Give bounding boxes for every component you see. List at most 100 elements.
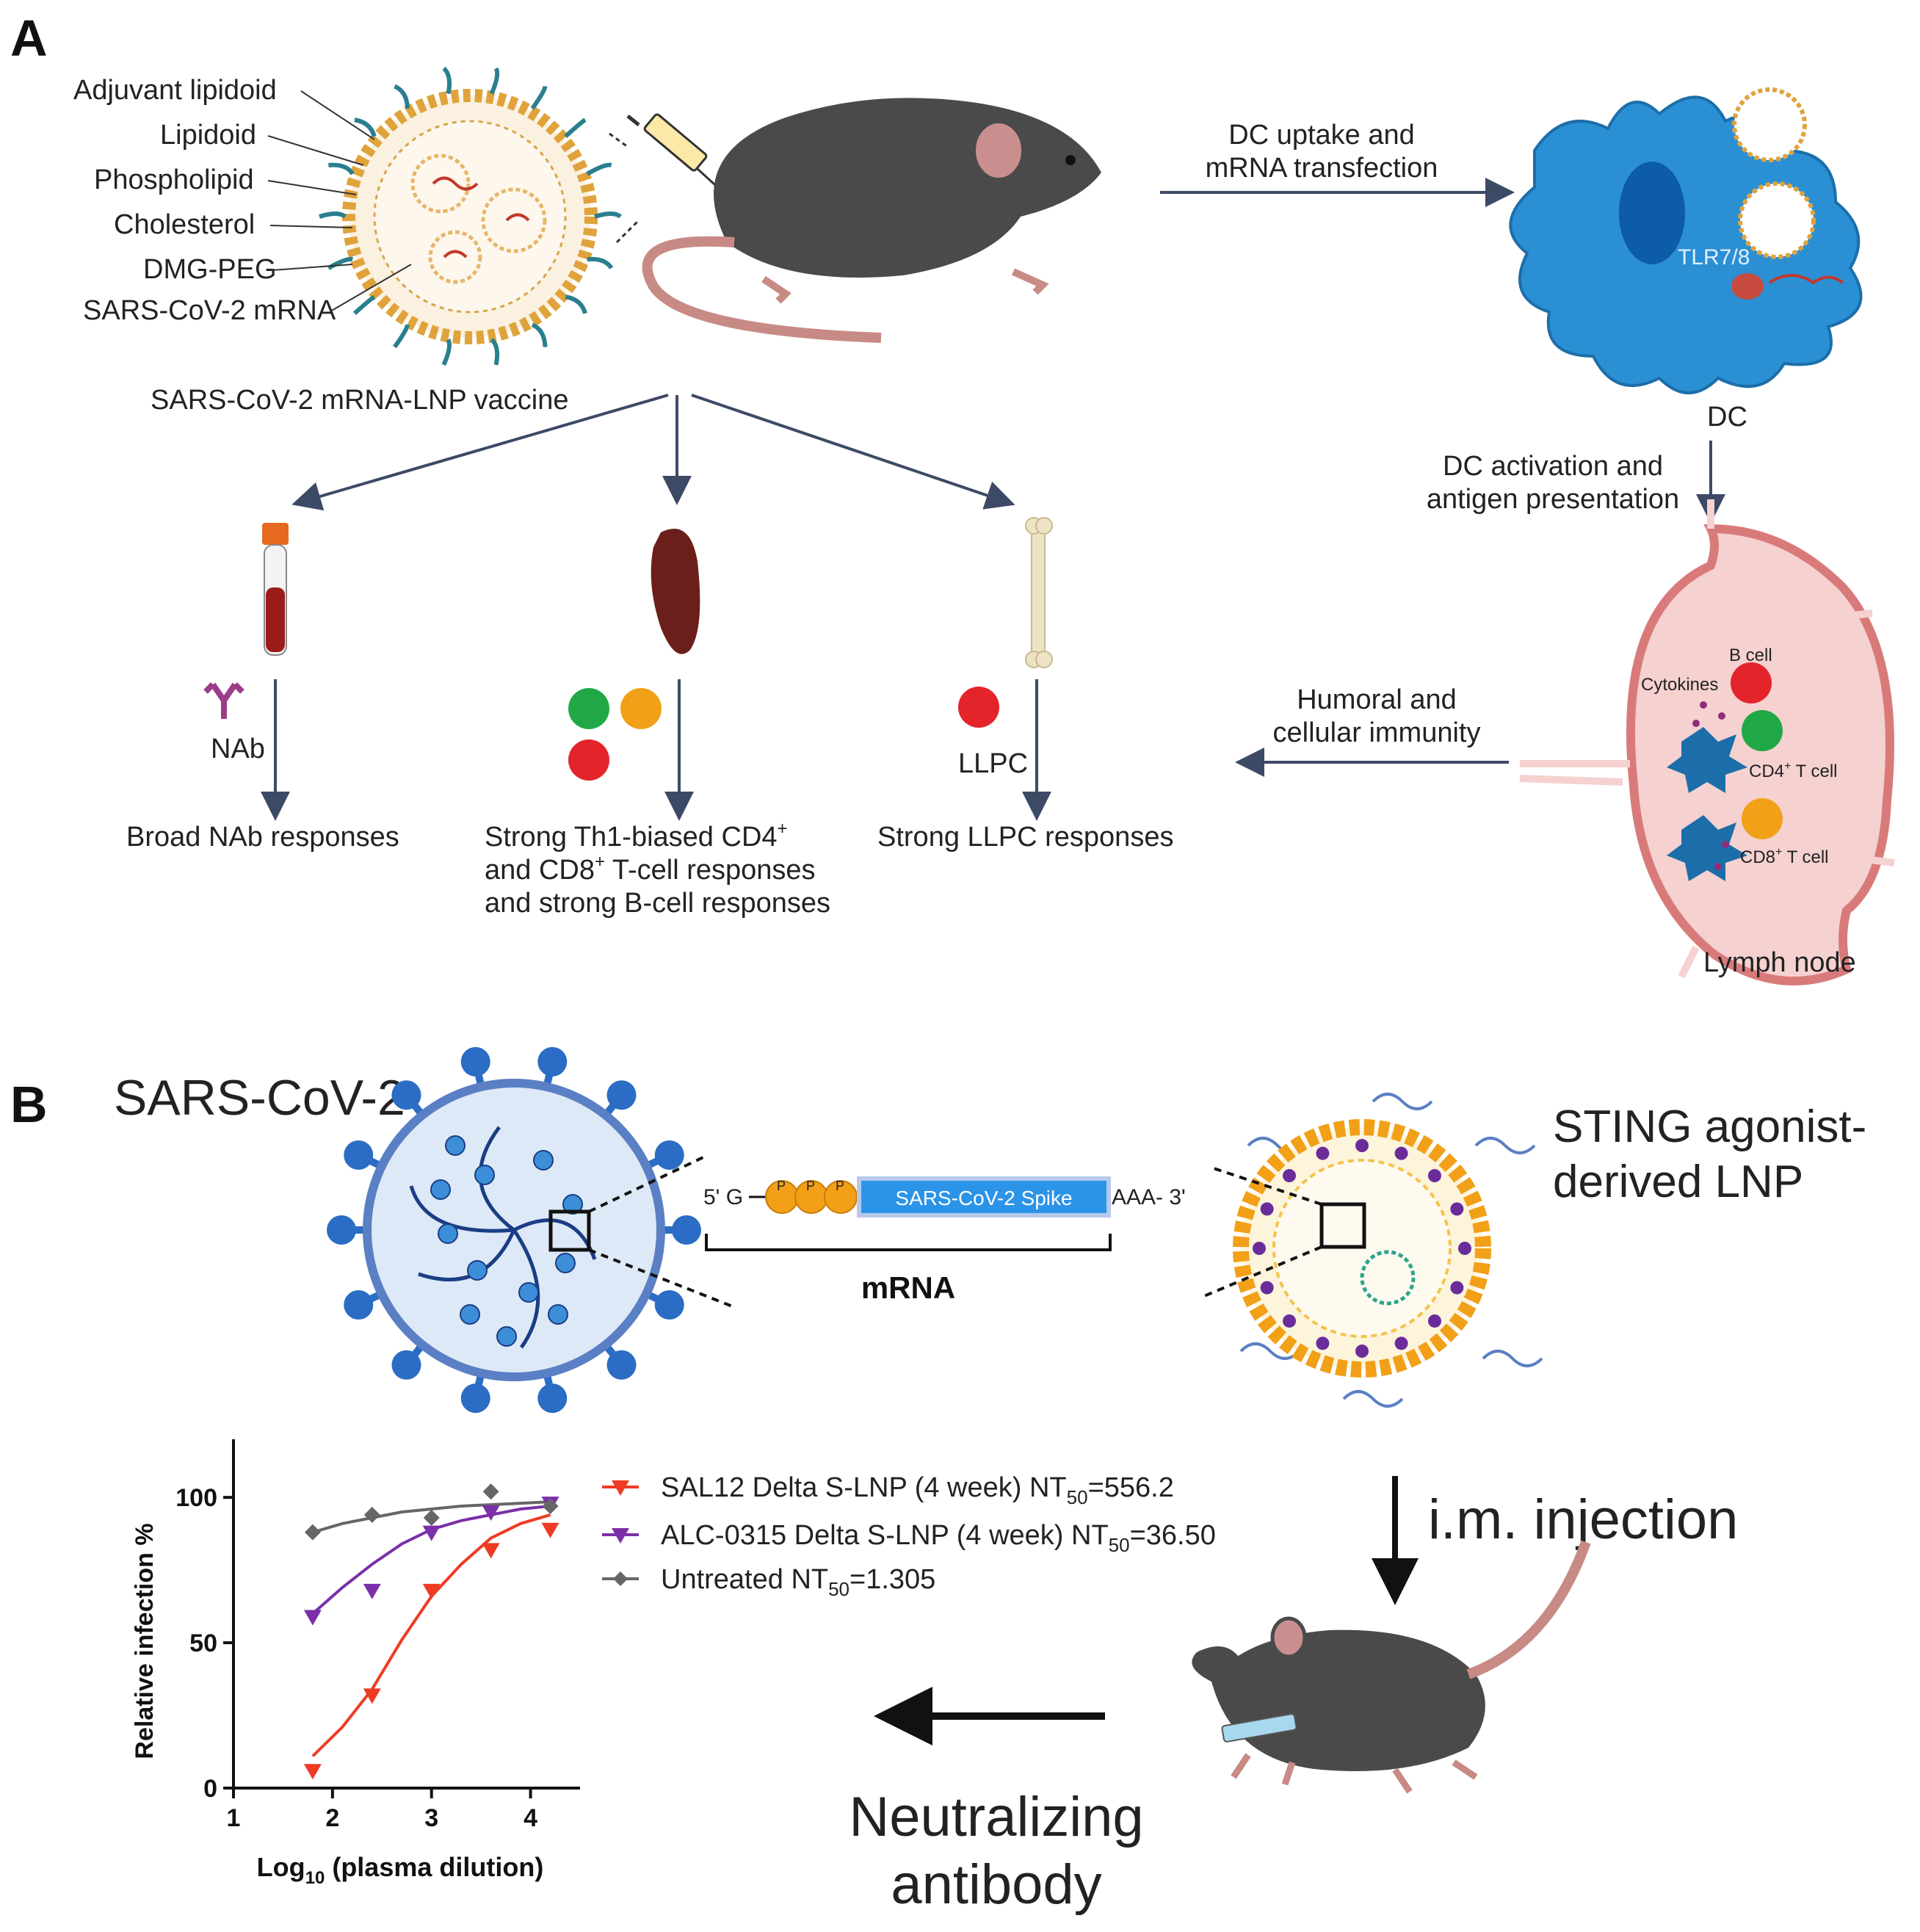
label-phospholipid: Phospholipid — [94, 164, 254, 195]
virus-particle — [327, 1046, 735, 1414]
cap-p-2: P — [806, 1179, 815, 1193]
llpc-label: LLPC — [958, 748, 1028, 779]
label-sars-mrna: SARS-CoV-2 mRNA — [83, 295, 336, 326]
nab-label: NAb — [211, 734, 265, 764]
lnp-component-labels: Adjuvant lipidoid Lipidoid Phospholipid … — [73, 75, 412, 326]
y-tick-label: 50 — [189, 1629, 217, 1657]
cd4-cell-legend-icon — [568, 688, 609, 729]
bone-icon — [1025, 517, 1053, 668]
lnp-caption: SARS-CoV-2 mRNA-LNP vaccine — [151, 385, 568, 416]
data-point-series-2 — [303, 1610, 322, 1626]
cd4-cell-icon — [1742, 710, 1783, 751]
virus-title: SARS-CoV-2 — [114, 1070, 405, 1126]
mouse-b-icon — [1192, 1540, 1591, 1794]
x-tick-label: 1 — [227, 1804, 241, 1832]
blood-tube-icon — [262, 523, 289, 656]
b-cell-icon — [1731, 662, 1772, 703]
humoral-line1: Humoral and — [1297, 684, 1457, 715]
dc-label: DC — [1707, 402, 1747, 433]
dc-activation-line1: DC activation and — [1443, 451, 1663, 482]
sting-line1: STING agonist- — [1553, 1101, 1866, 1152]
cd4-t-cell-label: CD4+ T cell — [1749, 760, 1838, 781]
arrow-to-blood — [291, 394, 669, 511]
data-point-series-2 — [363, 1583, 381, 1599]
lymph-node-label: Lymph node — [1703, 947, 1856, 978]
data-point-series-1 — [541, 1522, 559, 1538]
data-point-series-1 — [482, 1543, 500, 1559]
tlr-label: TLR7/8 — [1678, 245, 1750, 269]
data-point-series-1 — [303, 1764, 322, 1780]
data-point-series-3 — [542, 1498, 559, 1515]
arrow-to-bone — [691, 394, 1015, 510]
neutralizing-line1: Neutralizing — [849, 1786, 1143, 1848]
spleen-icon — [651, 529, 700, 654]
llpc-cell-icon — [958, 687, 999, 728]
data-point-series-1 — [422, 1583, 441, 1599]
outcome-nab: Broad NAb responses — [126, 822, 399, 853]
data-point-series-3 — [423, 1509, 440, 1526]
mrna-label: mRNA — [861, 1270, 955, 1305]
chart-y-label: Relative infection % — [131, 1523, 159, 1759]
outcome-tcell-line2: and CD8+ T-cell responses — [485, 852, 816, 886]
legend-label: ALC-0315 Delta S-LNP (4 week) NT50=36.50 — [661, 1520, 1216, 1556]
dc-activation-line2: antigen presentation — [1427, 484, 1679, 515]
data-point-series-2 — [422, 1525, 441, 1541]
dendritic-cell: TLR7/8 — [1509, 87, 1863, 394]
dc-uptake-line1: DC uptake and — [1228, 120, 1415, 151]
lymph-node — [1519, 499, 1895, 985]
cytokines-label: Cytokines — [1641, 675, 1718, 695]
label-cholesterol: Cholesterol — [114, 209, 255, 240]
y-tick-label: 0 — [203, 1775, 217, 1803]
data-point-series-3 — [304, 1524, 321, 1541]
sting-lnp-particle — [1203, 1093, 1543, 1408]
spike-gene-label: SARS-CoV-2 Spike — [895, 1187, 1072, 1209]
humoral-line2: cellular immunity — [1273, 717, 1481, 748]
im-injection-label: i.m. injection — [1428, 1488, 1738, 1551]
label-dmg-peg: DMG-PEG — [143, 254, 277, 285]
outcome-tcell-line1: Strong Th1-biased CD4+ — [485, 819, 788, 853]
fit-curve-series-1 — [311, 1513, 551, 1757]
syringe-icon — [609, 113, 725, 244]
label-adjuvant-lipidoid: Adjuvant lipidoid — [73, 75, 277, 106]
legend-label: Untreated NT50=1.305 — [661, 1564, 935, 1600]
cap-p-3: P — [836, 1179, 844, 1193]
legend-marker — [612, 1480, 629, 1496]
sting-line2: derived LNP — [1553, 1157, 1803, 1207]
cd8-cell-icon — [1742, 798, 1783, 839]
outcome-tcell-line3: and strong B-cell responses — [485, 888, 830, 919]
y-tick-label: 100 — [175, 1484, 217, 1512]
b-cell-legend-icon — [568, 739, 609, 781]
legend-label: SAL12 Delta S-LNP (4 week) NT50=556.2 — [661, 1472, 1174, 1508]
legend-marker — [613, 1571, 628, 1586]
outcome-llpc: Strong LLPC responses — [877, 822, 1173, 853]
fit-curve-series-3 — [312, 1500, 551, 1534]
panel-a-label: A — [10, 10, 48, 67]
mouse-icon — [642, 98, 1101, 343]
legend-marker — [612, 1528, 629, 1544]
cd8-t-cell-label: CD8+ T cell — [1740, 846, 1829, 867]
mrna-5prime: 5' G — [703, 1185, 743, 1209]
x-tick-label: 2 — [325, 1804, 339, 1832]
neutralization-chart: 1 2 3 4 0 50 100 Relative infection % Log10 (p… — [131, 1439, 1216, 1888]
cd8-cell-legend-icon — [620, 688, 662, 729]
x-tick-label: 3 — [424, 1804, 438, 1832]
mrna-3prime: AAA- 3' — [1112, 1185, 1186, 1209]
antibody-icon — [203, 682, 244, 719]
data-point-series-3 — [482, 1483, 499, 1500]
panel-b-label: B — [10, 1076, 48, 1133]
mrna-construct: 5' G P P P SARS-CoV-2 Spike AAA- 3' mRNA — [703, 1176, 1186, 1305]
b-cell-label: B cell — [1729, 645, 1772, 665]
x-tick-label: 4 — [524, 1804, 537, 1832]
dc-uptake-line2: mRNA transfection — [1206, 153, 1438, 184]
chart-axes: 1 2 3 4 0 50 100 — [175, 1439, 580, 1832]
data-point-series-3 — [363, 1506, 380, 1523]
chart-x-label: Log10 (plasma dilution) — [257, 1852, 544, 1888]
chart-legend: SAL12 Delta S-LNP (4 week) NT50=556.2ALC… — [602, 1472, 1216, 1600]
lnp-particle — [319, 66, 622, 366]
data-point-series-2 — [482, 1505, 500, 1521]
cap-p-1: P — [777, 1179, 786, 1193]
label-lipidoid: Lipidoid — [160, 120, 256, 151]
data-point-series-1 — [363, 1688, 381, 1704]
neutralizing-line2: antibody — [891, 1853, 1101, 1916]
